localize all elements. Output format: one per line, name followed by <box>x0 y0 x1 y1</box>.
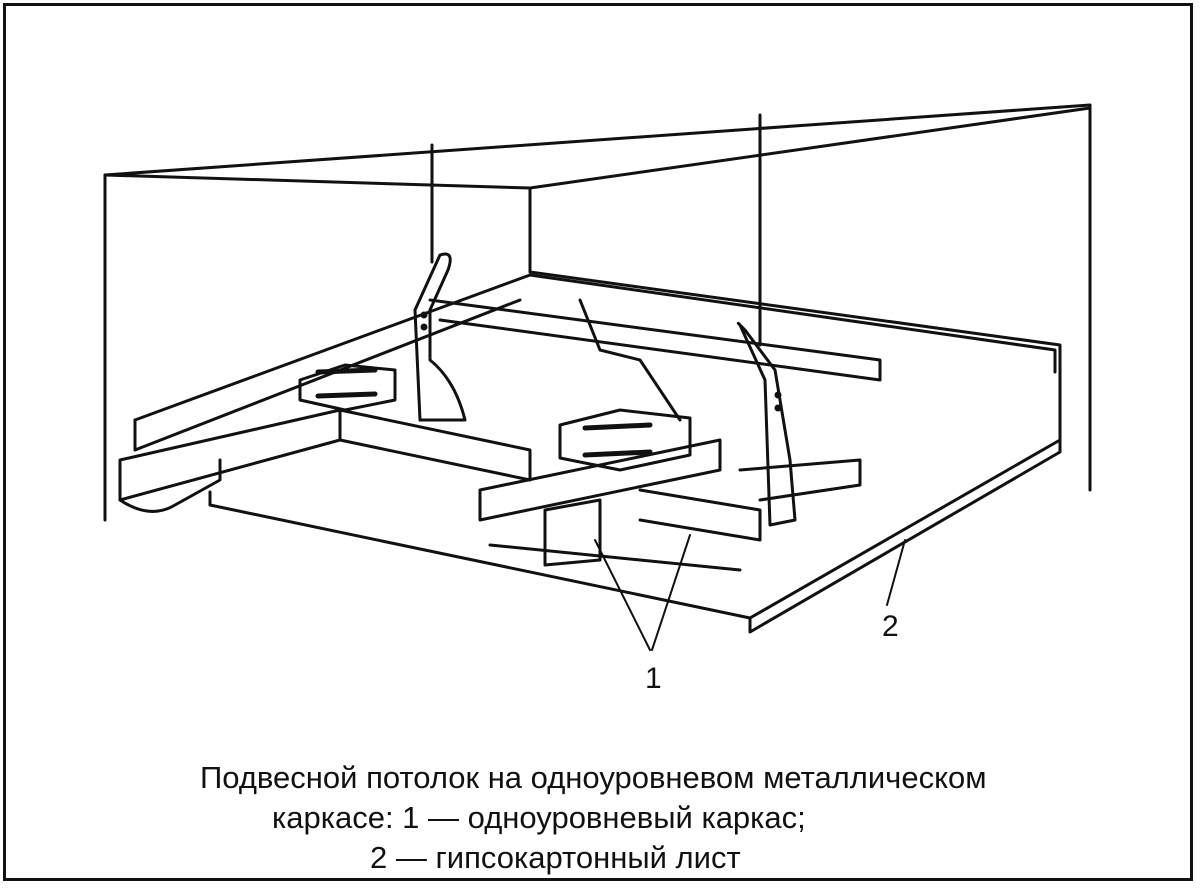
label-2: 2 <box>882 610 899 643</box>
label-1: 1 <box>645 662 662 695</box>
image-border <box>3 3 1193 881</box>
caption-line-2: каркасе: 1 — одноуровневый каркас; <box>272 800 806 835</box>
figure-caption: Подвесной потолок на одноуровневом метал… <box>150 758 1150 878</box>
metal-frame-profiles <box>118 273 1057 572</box>
hanger-brackets <box>413 252 797 527</box>
caption-line-1: Подвесной потолок на одноуровневом метал… <box>200 760 987 795</box>
room-outline <box>103 103 1092 522</box>
caption-line-3: 2 — гипсокартонный лист <box>370 840 741 875</box>
connector-brackets <box>298 363 692 472</box>
leader-lines <box>594 534 906 651</box>
